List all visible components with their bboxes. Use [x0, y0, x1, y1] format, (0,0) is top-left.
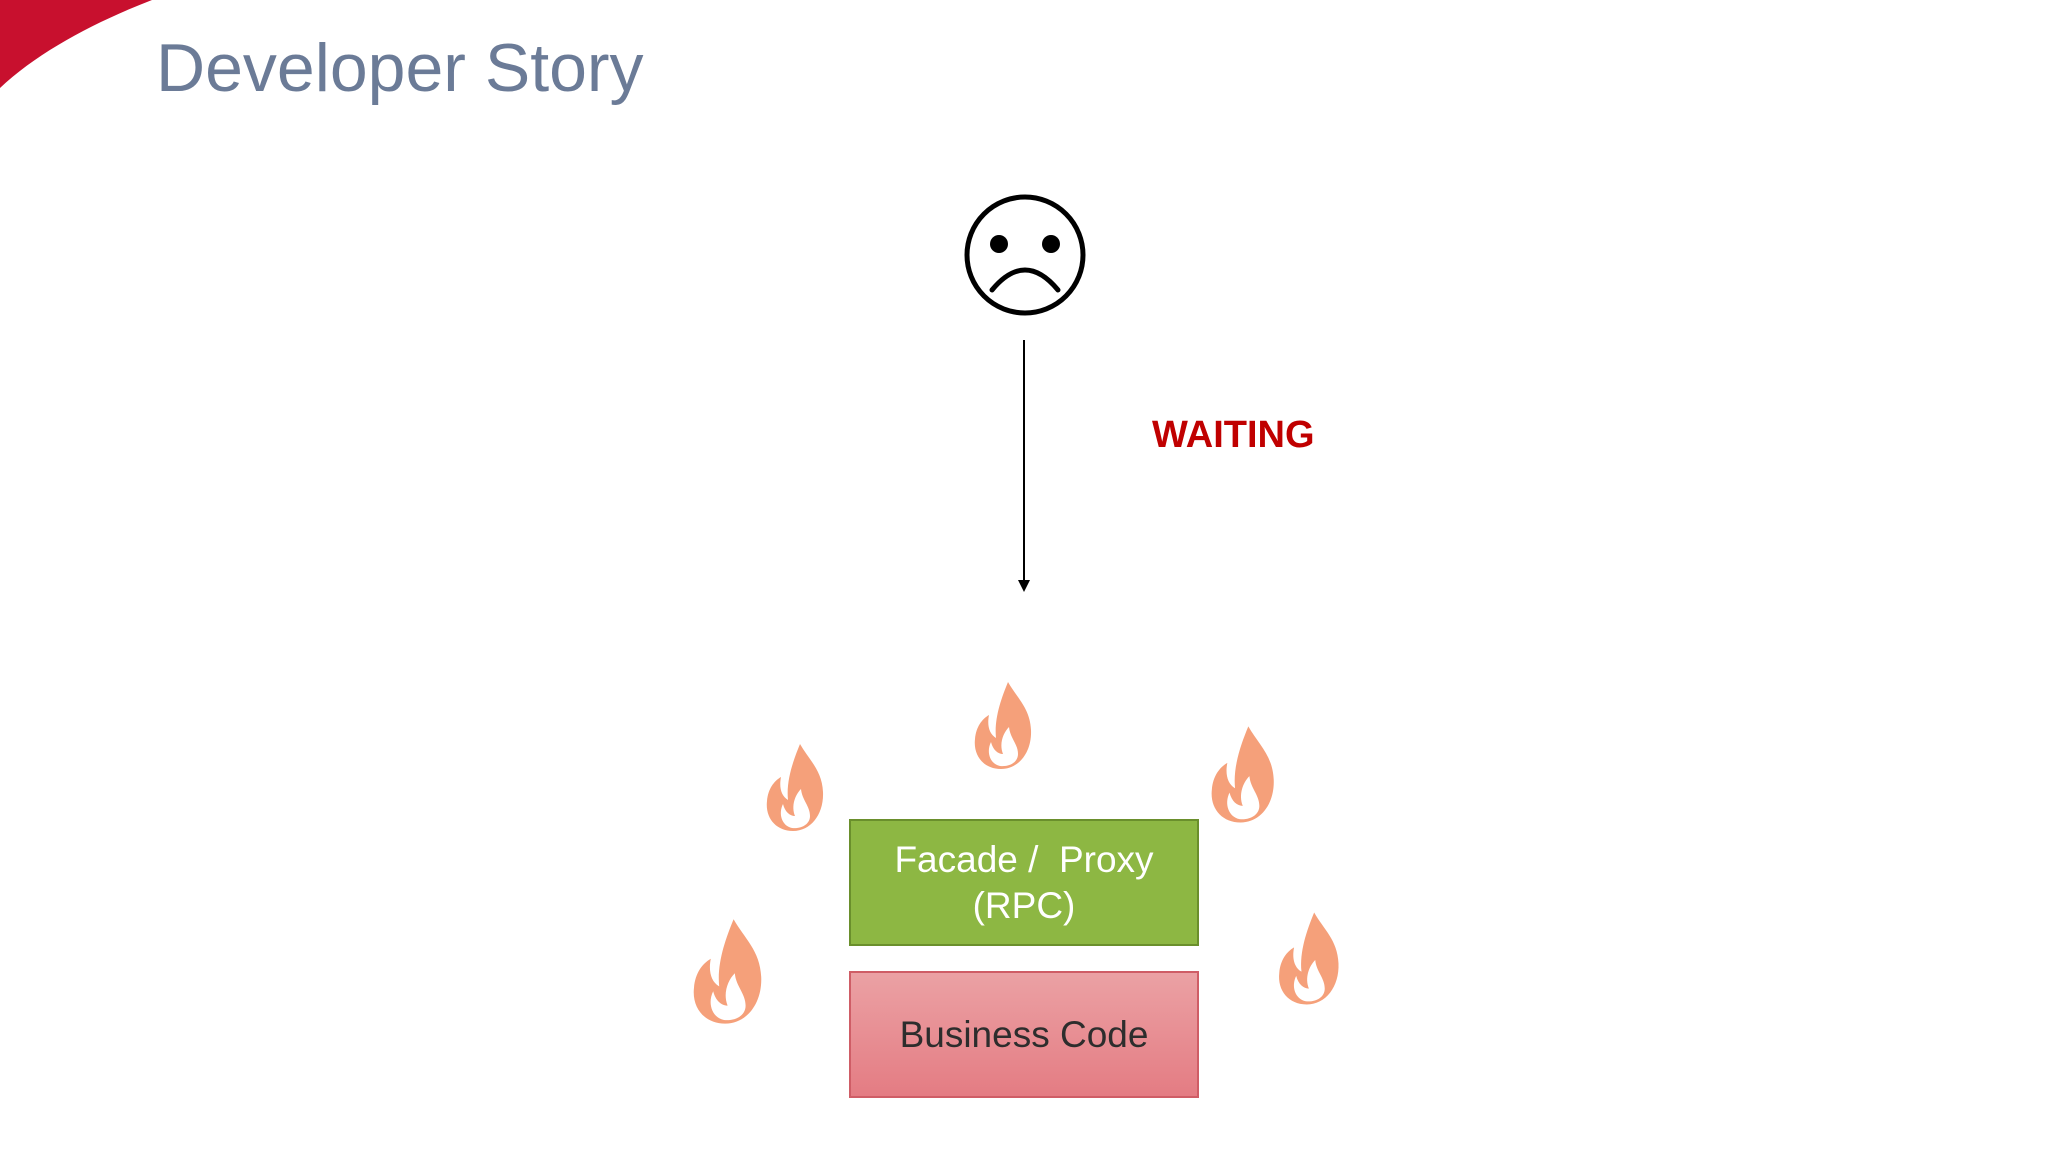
flame-icon [1211, 726, 1274, 823]
flame-icon [766, 744, 824, 831]
slide-title: Developer Story [156, 30, 644, 106]
flame-icon [974, 682, 1032, 769]
business-code-label: Business Code [899, 1013, 1149, 1055]
waiting-label: WAITING [1152, 414, 1315, 456]
flame-icon [693, 919, 762, 1024]
flame-icon [1279, 912, 1339, 1005]
business-code-box: Business Code [849, 971, 1199, 1098]
corner-accent [0, 0, 152, 88]
facade-proxy-label: Facade / Proxy [894, 838, 1154, 880]
sad-face-icon [964, 194, 1086, 316]
waiting-arrow [1018, 340, 1030, 592]
rpc-label: (RPC) [972, 884, 1076, 926]
facade-proxy-box: Facade / Proxy (RPC) [849, 819, 1199, 946]
